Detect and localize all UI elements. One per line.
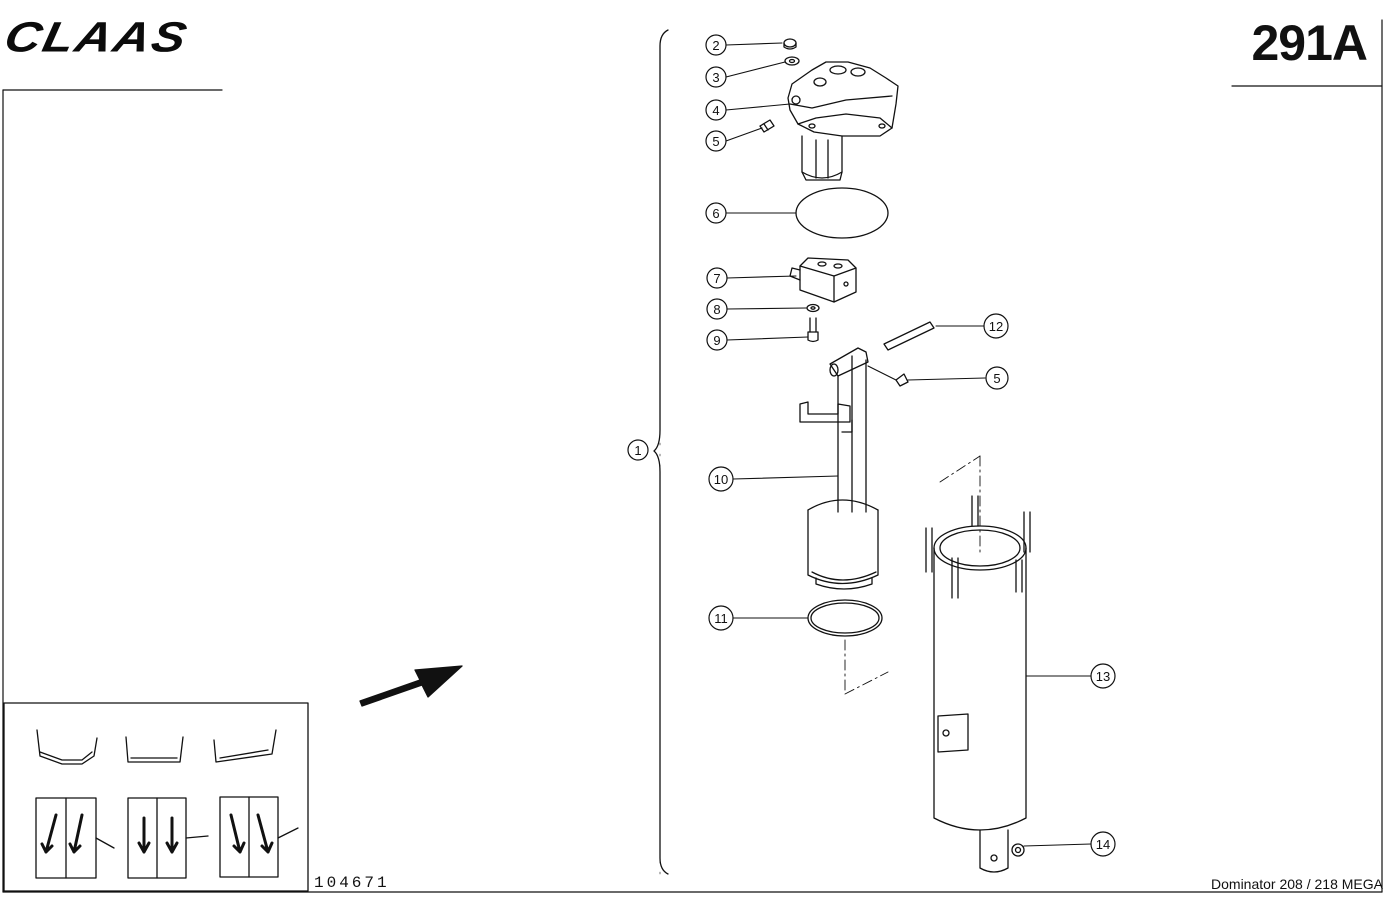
svg-text:9: 9 — [713, 333, 720, 348]
callout-3: 3 — [705, 66, 727, 88]
callout-6: 6 — [705, 202, 727, 224]
page-number: 291A — [1251, 15, 1368, 71]
flow-panel-icon — [35, 797, 115, 879]
part-filter-housing — [925, 455, 1031, 873]
orientation-inset — [3, 702, 309, 892]
part-drain-plug — [1011, 843, 1025, 857]
svg-text:2: 2 — [712, 38, 719, 53]
callouts: 2 3 4 5 6 7 8 9 12 5 1 10 11 13 14 — [627, 34, 1116, 857]
center-axis — [844, 639, 889, 695]
svg-text:5: 5 — [993, 371, 1000, 386]
part-o-ring — [807, 599, 883, 637]
part-bolt — [807, 317, 819, 343]
callout-7: 7 — [706, 267, 728, 289]
flow-panel-icon — [127, 797, 209, 879]
part-washer — [806, 303, 820, 313]
part-o-ring — [795, 187, 889, 239]
frame-lines — [2, 19, 1383, 893]
svg-text:3: 3 — [712, 70, 719, 85]
callout-11: 11 — [708, 605, 734, 631]
svg-text:10: 10 — [714, 472, 728, 487]
part-nut — [783, 38, 797, 50]
leader-lines — [725, 42, 1092, 847]
svg-text:7: 7 — [713, 271, 720, 286]
svg-text:13: 13 — [1096, 669, 1110, 684]
callout-5-upper: 5 — [705, 130, 727, 152]
svg-text:11: 11 — [714, 611, 728, 626]
callout-4: 4 — [705, 99, 727, 121]
callout-14: 14 — [1090, 831, 1116, 857]
svg-text:5: 5 — [712, 134, 719, 149]
callout-12: 12 — [983, 313, 1009, 339]
callout-10: 10 — [708, 466, 734, 492]
svg-text:4: 4 — [712, 103, 719, 118]
part-grub-screw — [759, 119, 775, 133]
header-profile-icon — [213, 729, 277, 763]
svg-text:12: 12 — [989, 319, 1003, 334]
header-profile-icon — [36, 729, 98, 765]
svg-text:8: 8 — [713, 302, 720, 317]
part-grub-screw — [895, 373, 909, 387]
drawing-number: 104671 — [314, 874, 390, 892]
model-name: Dominator 208 / 218 MEGA — [1211, 876, 1383, 892]
callout-5-lower: 5 — [985, 366, 1009, 390]
svg-text:1: 1 — [634, 443, 641, 458]
flow-panel-icon — [219, 796, 299, 878]
direction-arrow-icon — [359, 665, 463, 707]
callout-9: 9 — [706, 329, 728, 351]
callout-2: 2 — [705, 34, 727, 56]
assembly-bracket — [653, 29, 669, 875]
part-valve-block — [789, 257, 857, 303]
svg-text:14: 14 — [1096, 837, 1110, 852]
header-profile-icon — [125, 736, 184, 763]
callout-8: 8 — [706, 298, 728, 320]
part-float-sender — [799, 347, 879, 590]
part-filter-head — [787, 61, 899, 181]
part-washer — [784, 56, 800, 66]
part-pin — [883, 321, 935, 351]
callout-1: 1 — [627, 439, 649, 461]
callout-13: 13 — [1090, 663, 1116, 689]
svg-text:6: 6 — [712, 206, 719, 221]
